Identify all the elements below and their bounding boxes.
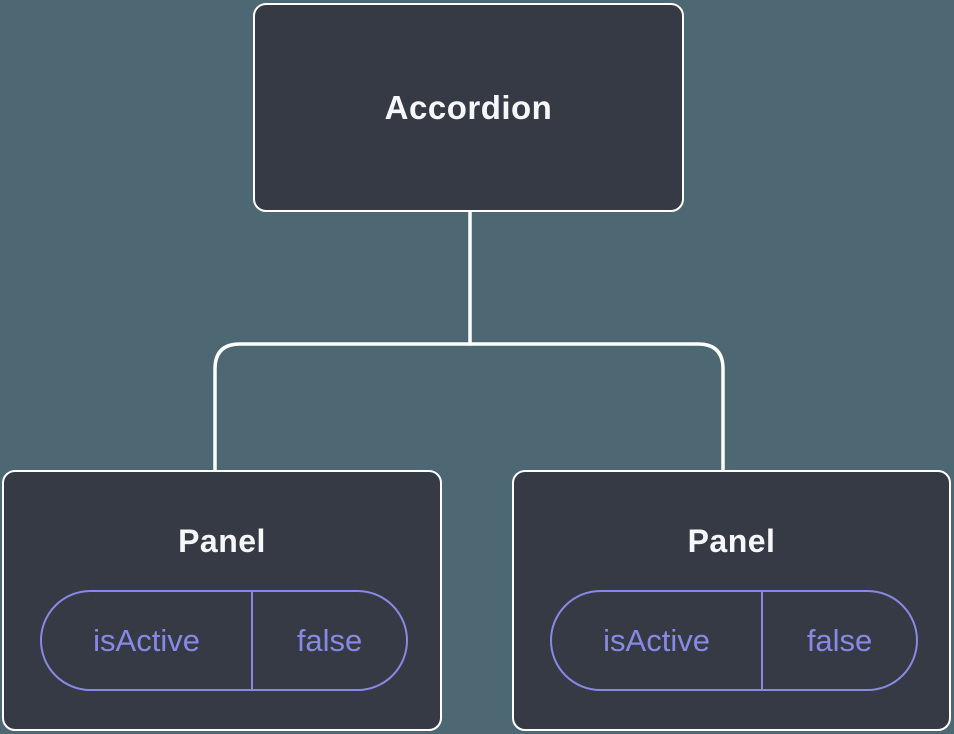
connector-bracket [213, 342, 725, 473]
tree-node-panel-right: Panel isActive false [512, 470, 951, 731]
state-name-cell: isActive [42, 592, 254, 689]
panel-node-label: Panel [687, 523, 776, 559]
state-name: isActive [603, 622, 710, 658]
tree-node-panel-left: Panel isActive false [2, 470, 442, 731]
accordion-node-label: Accordion [384, 88, 553, 126]
state-name: isActive [93, 622, 200, 658]
state-value-cell: false [253, 592, 406, 689]
state-pill: isActive false [550, 590, 918, 691]
tree-node-accordion: Accordion [253, 3, 684, 212]
state-pill: isActive false [40, 590, 408, 691]
panel-node-label: Panel [178, 523, 266, 559]
state-value-cell: false [763, 592, 916, 689]
state-name-cell: isActive [552, 592, 764, 689]
state-value: false [806, 622, 873, 658]
state-value: false [296, 622, 363, 658]
